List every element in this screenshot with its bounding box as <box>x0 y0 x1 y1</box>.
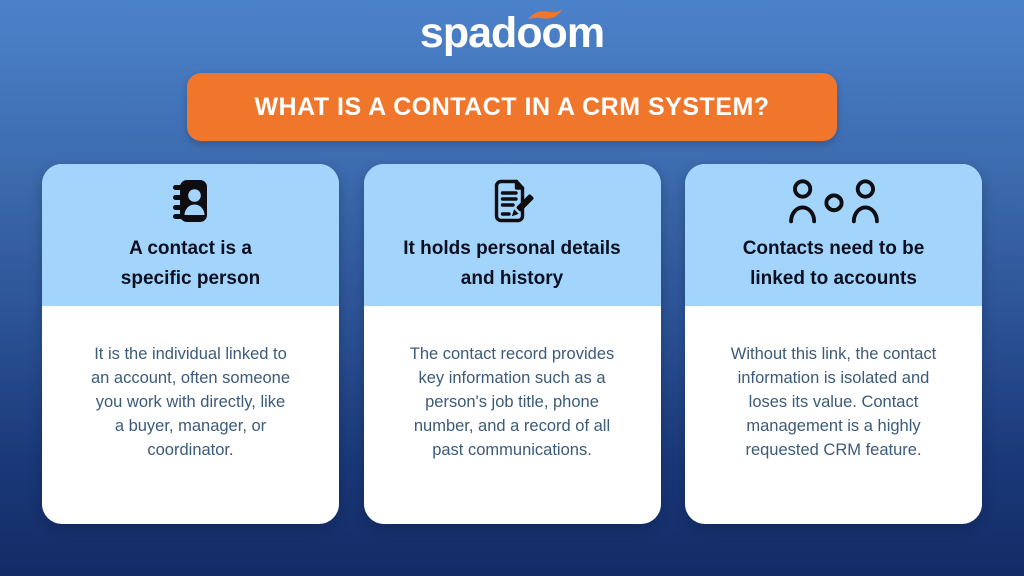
logo-wrapper: spadoom <box>419 9 605 57</box>
card-title: It holds personal details and history <box>403 238 621 290</box>
card-title: Contacts need to be linked to accounts <box>742 238 925 290</box>
card-personal-details: It holds personal details and history Th… <box>363 164 661 524</box>
card-header: Contacts need to be linked to accounts <box>685 164 982 306</box>
logo-wordmark: spadoom <box>419 9 605 57</box>
card-contact-person: A contact is a specific person It is the… <box>42 164 339 524</box>
card-linked-accounts: Contacts need to be linked to accounts W… <box>685 164 982 524</box>
address-book-icon <box>167 177 215 225</box>
card-header: It holds personal details and history <box>363 164 661 306</box>
cards-row: A contact is a specific person It is the… <box>42 164 982 524</box>
logo: spadoom <box>0 9 1024 57</box>
card-body: Without this link, the contact informati… <box>685 306 982 524</box>
title-banner: WHAT IS A CONTACT IN A CRM SYSTEM? <box>187 73 837 141</box>
card-description: It is the individual linked to an accoun… <box>90 345 291 459</box>
card-body: The contact record provides key informat… <box>364 306 661 524</box>
card-header: A contact is a specific person <box>42 164 339 306</box>
document-pencil-icon <box>488 177 536 225</box>
orange-swoosh-icon <box>527 9 563 20</box>
page-title: WHAT IS A CONTACT IN A CRM SYSTEM? <box>254 92 770 121</box>
card-title: A contact is a specific person <box>120 238 261 290</box>
card-description: The contact record provides key informat… <box>409 345 615 459</box>
card-description: Without this link, the contact informati… <box>730 345 937 459</box>
linked-people-icon <box>787 177 881 225</box>
card-body: It is the individual linked to an accoun… <box>42 306 339 524</box>
